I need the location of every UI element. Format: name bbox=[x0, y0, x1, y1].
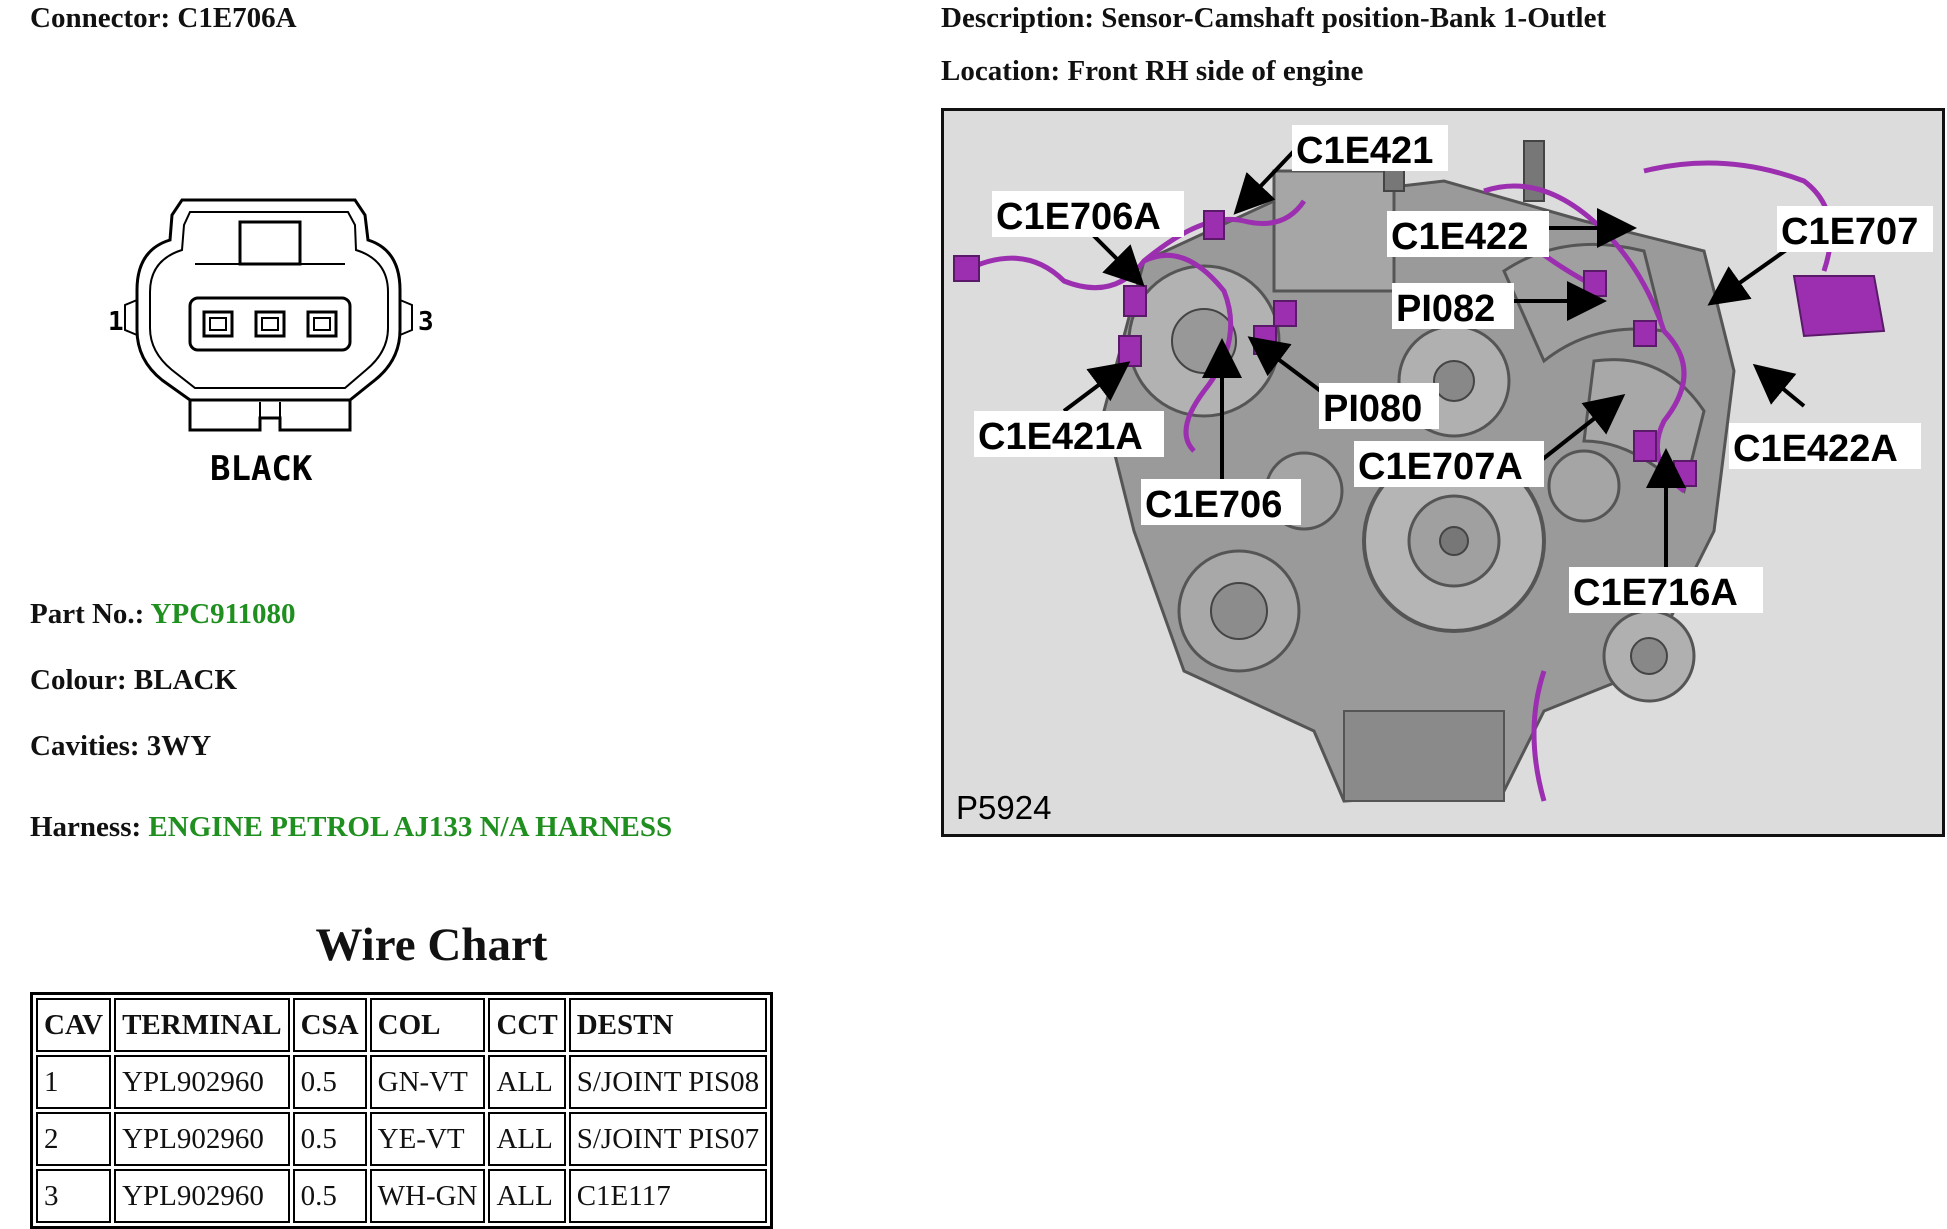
cell-cct: ALL bbox=[488, 1112, 566, 1166]
cell-cct: ALL bbox=[488, 1169, 566, 1223]
cell-col: YE-VT bbox=[369, 1112, 486, 1166]
connector-face-diagram: 1 3 BLACK bbox=[100, 180, 460, 500]
harness-field: Harness: ENGINE PETROL AJ133 N/A HARNESS bbox=[30, 811, 672, 844]
cell-terminal: YPL902960 bbox=[114, 1055, 290, 1109]
connector-colour-label: BLACK bbox=[210, 449, 313, 489]
callout-c1e422: C1E422 bbox=[1391, 216, 1528, 258]
cell-destn: S/JOINT PIS08 bbox=[568, 1055, 768, 1109]
cavities-value: 3WY bbox=[146, 730, 212, 762]
colour-value: BLACK bbox=[133, 664, 238, 696]
callout-pi082: PI082 bbox=[1396, 288, 1495, 330]
pin-cavity-2 bbox=[254, 310, 286, 338]
pin-cavity-1 bbox=[202, 310, 234, 338]
connector-bottom-tabs bbox=[188, 400, 352, 432]
cavities-field: Cavities: 3WY bbox=[30, 730, 211, 763]
part-no-field: Part No.: YPC911080 bbox=[30, 598, 296, 631]
wire-chart-table: CAV TERMINAL CSA COL CCT DESTN 1 YPL9029… bbox=[30, 992, 774, 1229]
description-field: Description: Sensor-Camshaft position-Ba… bbox=[941, 2, 1606, 35]
callout-labels: C1E421 C1E706A C1E422 C1E707 PI082 PI080… bbox=[974, 125, 1933, 614]
table-header-row: CAV TERMINAL CSA COL CCT DESTN bbox=[36, 998, 768, 1052]
cell-col: WH-GN bbox=[369, 1169, 486, 1223]
callout-pi080: PI080 bbox=[1323, 388, 1422, 430]
cell-csa: 0.5 bbox=[292, 1112, 367, 1166]
pin-3-label: 3 bbox=[418, 307, 434, 337]
callout-c1e421a: C1E421A bbox=[978, 416, 1143, 458]
location-label: Location: bbox=[941, 55, 1061, 87]
engine-figure-svg: C1E421 C1E706A C1E422 C1E707 PI082 PI080… bbox=[952, 125, 1933, 828]
connector-inner-body bbox=[149, 211, 389, 389]
description-value: Sensor-Camshaft position-Bank 1-Outlet bbox=[1101, 2, 1607, 34]
colour-field: Colour: BLACK bbox=[30, 664, 237, 697]
description-label: Description: bbox=[941, 2, 1095, 34]
harness-link[interactable]: ENGINE PETROL AJ133 N/A HARNESS bbox=[148, 811, 673, 843]
cell-cav: 1 bbox=[36, 1055, 112, 1109]
colour-label: Colour: bbox=[30, 664, 127, 696]
pin-cavity-3 bbox=[306, 310, 338, 338]
wire-chart-title: Wire Chart bbox=[315, 919, 548, 971]
cell-cav: 2 bbox=[36, 1112, 112, 1166]
callout-c1e706: C1E706 bbox=[1145, 484, 1282, 526]
cell-csa: 0.5 bbox=[292, 1055, 367, 1109]
cell-cav: 3 bbox=[36, 1169, 112, 1223]
table-row: 2 YPL902960 0.5 YE-VT ALL S/JOINT PIS07 bbox=[36, 1112, 768, 1166]
table-row: 3 YPL902960 0.5 WH-GN ALL C1E117 bbox=[36, 1169, 768, 1223]
cell-terminal: YPL902960 bbox=[114, 1112, 290, 1166]
harness-label: Harness: bbox=[30, 811, 142, 843]
cell-csa: 0.5 bbox=[292, 1169, 367, 1223]
column-header-col: COL bbox=[369, 998, 486, 1052]
callout-c1e706a: C1E706A bbox=[996, 196, 1161, 238]
cell-terminal: YPL902960 bbox=[114, 1169, 290, 1223]
column-header-csa: CSA bbox=[292, 998, 367, 1052]
part-no-link[interactable]: YPC911080 bbox=[150, 598, 296, 630]
callout-c1e422a: C1E422A bbox=[1733, 428, 1898, 470]
cell-destn: S/JOINT PIS07 bbox=[568, 1112, 768, 1166]
callout-c1e716a: C1E716A bbox=[1573, 572, 1738, 614]
callout-c1e421: C1E421 bbox=[1296, 130, 1433, 172]
table-row: 1 YPL902960 0.5 GN-VT ALL S/JOINT PIS08 bbox=[36, 1055, 768, 1109]
engine-location-figure: C1E421 C1E706A C1E422 C1E707 PI082 PI080… bbox=[941, 108, 1945, 837]
connector-label: Connector: bbox=[30, 2, 171, 34]
column-header-cct: CCT bbox=[488, 998, 566, 1052]
cell-destn: C1E117 bbox=[568, 1169, 768, 1223]
connector-latch bbox=[238, 220, 302, 266]
column-header-destn: DESTN bbox=[568, 998, 768, 1052]
cell-cct: ALL bbox=[488, 1055, 566, 1109]
connector-outer-body bbox=[135, 198, 402, 402]
location-field: Location: Front RH side of engine bbox=[941, 55, 1363, 88]
callout-c1e707: C1E707 bbox=[1781, 211, 1918, 253]
column-header-cav: CAV bbox=[36, 998, 112, 1052]
part-no-label: Part No.: bbox=[30, 598, 145, 630]
column-header-terminal: TERMINAL bbox=[114, 998, 290, 1052]
connector-face-svg: 1 3 BLACK bbox=[108, 198, 434, 489]
connector-value: C1E706A bbox=[177, 2, 297, 34]
callout-c1e707a: C1E707A bbox=[1358, 446, 1523, 488]
cavities-label: Cavities: bbox=[30, 730, 140, 762]
connector-field: Connector: C1E706A bbox=[30, 2, 297, 35]
location-value: Front RH side of engine bbox=[1067, 55, 1364, 87]
cell-col: GN-VT bbox=[369, 1055, 486, 1109]
figure-id-label: P5924 bbox=[956, 789, 1051, 826]
pin-1-label: 1 bbox=[108, 307, 124, 337]
connector-pin-housing bbox=[188, 296, 352, 352]
